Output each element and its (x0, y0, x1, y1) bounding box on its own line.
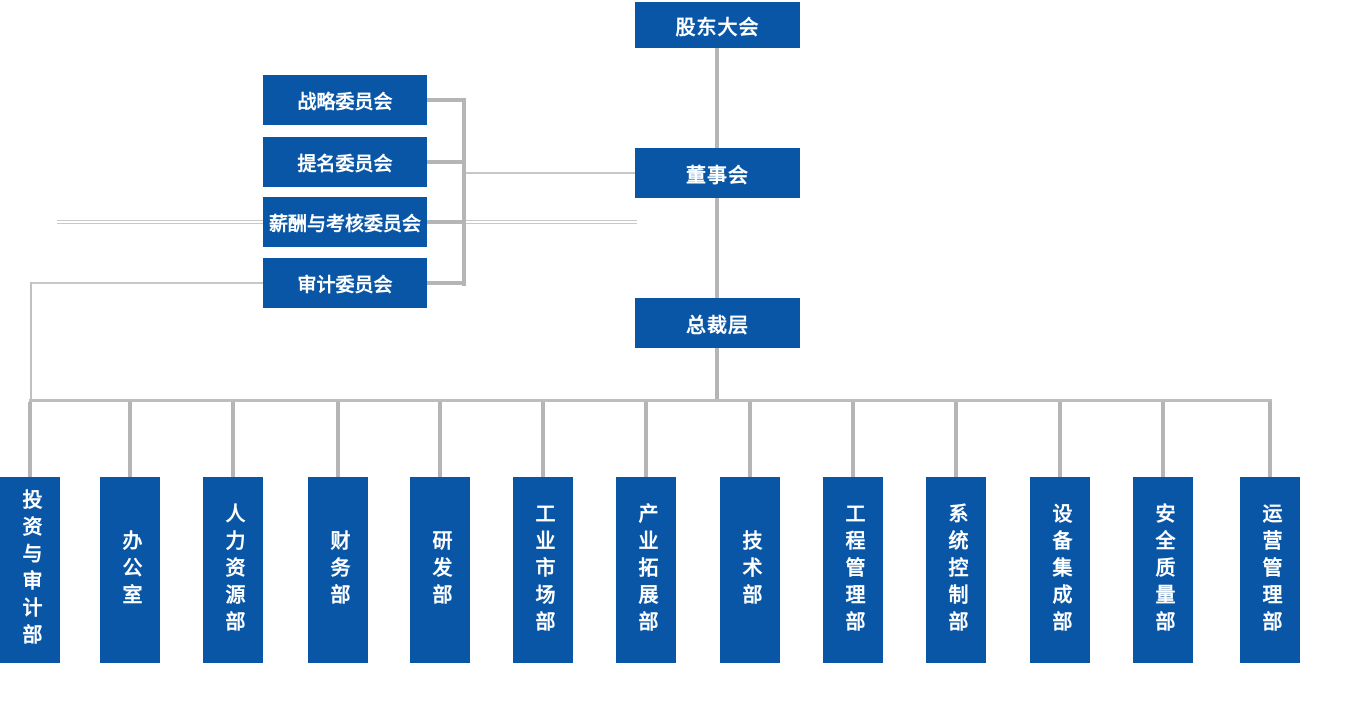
connector-dept-stub-3 (231, 402, 235, 477)
connector-shareholders-to-board (715, 48, 719, 148)
node-dept-operations-management: 运营管理部 (1240, 477, 1300, 663)
node-label: 设备集成部 (1049, 502, 1071, 638)
connector-dept-stub-11 (1058, 402, 1062, 477)
node-audit-committee: 审计委员会 (263, 258, 427, 308)
node-dept-equipment-integration: 设备集成部 (1030, 477, 1090, 663)
node-label: 研发部 (429, 529, 451, 611)
connector-nomination-stub (427, 160, 465, 164)
connector-dept-stub-13 (1268, 402, 1272, 477)
node-label: 运营管理部 (1259, 502, 1281, 638)
node-dept-finance: 财务部 (308, 477, 368, 663)
connector-dept-stub-5 (438, 402, 442, 477)
node-label: 产业拓展部 (635, 502, 657, 638)
node-label: 工业市场部 (532, 502, 554, 638)
node-dept-industry-expansion: 产业拓展部 (616, 477, 676, 663)
connector-strategy-stub (427, 98, 465, 102)
node-label: 董事会 (686, 164, 749, 187)
connector-dept-stub-2 (128, 402, 132, 477)
node-dept-technology: 技术部 (720, 477, 780, 663)
connector-dept-stub-6 (541, 402, 545, 477)
node-president-level: 总裁层 (635, 298, 800, 348)
node-shareholders-meeting: 股东大会 (635, 2, 800, 48)
node-label: 战略委员会 (297, 91, 393, 113)
connector-dept-stub-12 (1161, 402, 1165, 477)
connector-committee-bus (462, 98, 466, 286)
node-dept-human-resources: 人力资源部 (203, 477, 263, 663)
node-label: 人力资源部 (222, 502, 244, 638)
connector-remuneration-stub (427, 220, 465, 224)
node-label: 总裁层 (686, 314, 749, 337)
node-label: 审计委员会 (297, 274, 393, 296)
connector-audit-left-line (30, 282, 263, 284)
node-label: 股东大会 (675, 16, 760, 39)
node-dept-safety-quality: 安全质量部 (1133, 477, 1193, 663)
connector-remuneration-right-line (466, 220, 637, 224)
connector-dept-stub-4 (336, 402, 340, 477)
node-dept-industrial-market: 工业市场部 (513, 477, 573, 663)
node-dept-engineering-management: 工程管理部 (823, 477, 883, 663)
node-dept-general-office: 办公室 (100, 477, 160, 663)
connector-audit-stub (427, 281, 465, 285)
connector-remuneration-left-line (57, 220, 263, 224)
node-label: 薪酬与考核委员会 (268, 213, 421, 235)
connector-dept-stub-9 (851, 402, 855, 477)
node-dept-system-control: 系统控制部 (926, 477, 986, 663)
node-label: 技术部 (739, 529, 761, 611)
node-label: 安全质量部 (1152, 502, 1174, 638)
node-nomination-committee: 提名委员会 (263, 137, 427, 187)
node-label: 办公室 (119, 529, 141, 611)
connector-board-to-president (715, 198, 719, 298)
node-dept-investment-audit: 投资与审计部 (0, 477, 60, 663)
connector-audit-down-line (30, 282, 32, 400)
node-board-of-directors: 董事会 (635, 148, 800, 198)
node-label: 投资与审计部 (19, 489, 41, 651)
node-remuneration-appraisal-committee: 薪酬与考核委员会 (263, 197, 427, 247)
node-dept-research-development: 研发部 (410, 477, 470, 663)
connector-department-trunk (29, 399, 1272, 402)
connector-dept-stub-10 (954, 402, 958, 477)
connector-dept-stub-8 (748, 402, 752, 477)
node-label: 系统控制部 (945, 502, 967, 638)
node-label: 工程管理部 (842, 502, 864, 638)
node-strategy-committee: 战略委员会 (263, 75, 427, 125)
node-label: 提名委员会 (297, 153, 393, 175)
node-label: 财务部 (327, 529, 349, 611)
connector-committees-to-board (466, 172, 635, 174)
connector-president-to-trunk (715, 348, 719, 402)
connector-dept-stub-7 (644, 402, 648, 477)
connector-dept-stub-1 (28, 402, 32, 477)
